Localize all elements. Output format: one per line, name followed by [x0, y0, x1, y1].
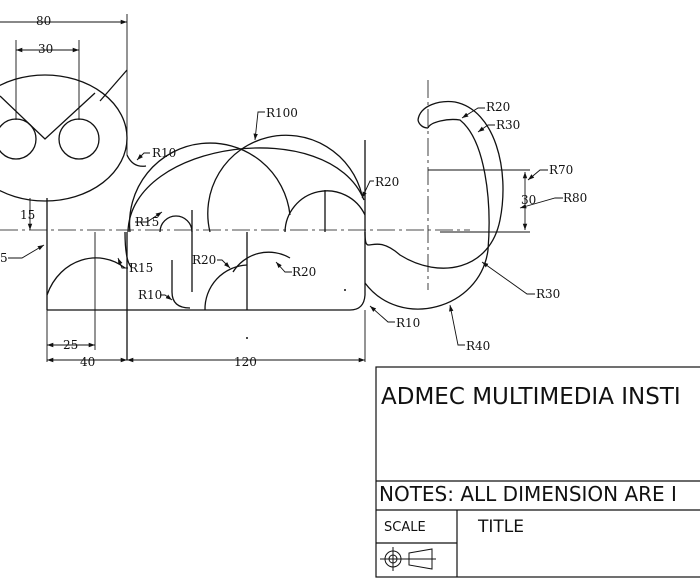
- title-block: [375, 366, 700, 578]
- dot: [246, 337, 248, 339]
- radius-r40: R40: [466, 339, 490, 353]
- title-label: TITLE: [477, 517, 524, 537]
- radius-r15-inner: R15: [135, 215, 159, 229]
- radius-r70: R70: [549, 163, 573, 177]
- center-lines: [0, 80, 470, 290]
- radius-r100: R100: [266, 106, 298, 120]
- radius-r30-tail-low: R30: [536, 287, 560, 301]
- radius-r20-leg-b: R20: [292, 265, 316, 279]
- dim-25: 25: [63, 338, 78, 352]
- radius-r80: R80: [563, 191, 587, 205]
- dim-5-left: 5: [0, 251, 8, 265]
- eye-right: [58, 118, 100, 160]
- back-arc: [127, 147, 365, 233]
- front-leg-arc: [46, 257, 126, 296]
- mid-leg-arc: [204, 264, 248, 311]
- institute-name: ADMEC MULTIMEDIA INSTI: [381, 384, 681, 410]
- dim-15: 15: [20, 208, 35, 222]
- radius-r20-leg-a: R20: [192, 253, 216, 267]
- notes-text: NOTES: ALL DIMENSION ARE I: [379, 482, 677, 506]
- head-ellipse: [0, 74, 128, 202]
- r15-arc: [159, 215, 193, 233]
- dim-40: 40: [80, 355, 95, 369]
- neck-fillet: [126, 154, 147, 167]
- radius-r10-bottom: R10: [396, 316, 420, 330]
- body-arc-mid: [207, 134, 363, 233]
- radius-r30-tail-top: R30: [496, 118, 520, 132]
- radius-r10-foot: R10: [138, 288, 162, 302]
- radius-r20-body: R20: [375, 175, 399, 189]
- tail-tip: [417, 119, 429, 129]
- radius-r15-leg: R15: [129, 261, 153, 275]
- dim-80: 80: [36, 14, 51, 28]
- scale-label: SCALE: [384, 520, 426, 535]
- dim-30-tail: 30: [521, 193, 536, 207]
- radius-r10-top: R10: [152, 146, 176, 160]
- foot-fillet: [171, 291, 191, 309]
- nose: [0, 92, 96, 140]
- dimension-lines: [0, 14, 528, 363]
- dim-30-top: 30: [38, 42, 53, 56]
- rear-fillet: [349, 294, 366, 311]
- radius-r20-tail-top: R20: [486, 100, 510, 114]
- cat-outline: [0, 69, 504, 360]
- body-arc-left: [128, 142, 291, 233]
- mid-leg-arc2: [232, 251, 291, 273]
- ear: [99, 69, 128, 102]
- tail-ref-lines: [428, 169, 530, 233]
- dim-120: 120: [234, 355, 257, 369]
- body-arc-right: [284, 190, 366, 233]
- projection-symbol-icon: [380, 547, 436, 571]
- leaders: [8, 107, 563, 346]
- tail-inner: [364, 118, 490, 310]
- dot: [344, 289, 346, 291]
- tail-outer: [364, 100, 504, 269]
